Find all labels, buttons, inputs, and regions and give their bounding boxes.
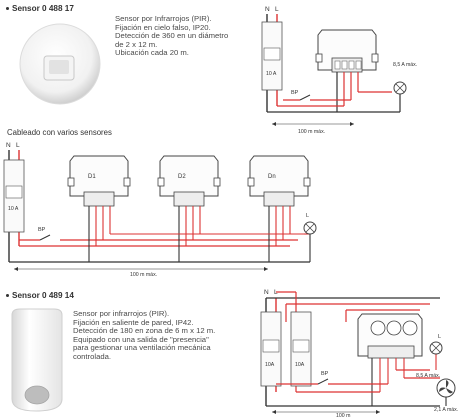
section-2-title-text: Sensor 0 489 14 <box>12 291 74 300</box>
d3-breaker-1-label: 10A <box>265 362 275 368</box>
d1-push-button: BP <box>283 90 351 101</box>
d2-breaker-label: 10 A <box>8 206 19 212</box>
d3-push-button: BP <box>276 371 388 385</box>
d2-sensor-d1: D1 <box>67 155 131 262</box>
s2-desc-line: Equipado con una salida de "presencia" <box>73 334 209 344</box>
d2-push-button: BP <box>19 227 51 241</box>
s2-desc-line: Sensor por infrarrojos (PIR). <box>73 309 170 318</box>
d2-d1-label: D1 <box>88 174 96 180</box>
s2-desc-line: Fijación en saliente de pared, IP42. <box>73 317 194 327</box>
section-1-description: Sensor por Infrarrojos (PIR). Fijación e… <box>115 14 229 58</box>
d3-lamp-label: L <box>438 334 441 340</box>
d2-l-label: L <box>16 142 20 149</box>
s2-desc-line: Detección de 180 en zona de 6 m x 12 m. <box>73 326 216 336</box>
s1-desc-line: Ubicación cada 20 m. <box>115 48 189 58</box>
d3-distance-label: 100 m <box>336 413 350 419</box>
d1-bp-label: BP <box>291 90 299 96</box>
s1-desc-line: Sensor por Infrarrojos (PIR). <box>115 14 212 23</box>
section-2-description: Sensor por infrarrojos (PIR). Fijación e… <box>73 309 216 362</box>
d2-sensor-d2: D2 <box>157 155 221 262</box>
d3-sensor-module <box>357 313 423 359</box>
wall-sensor-image <box>11 308 63 412</box>
d3-fan: 2,1 A máx. <box>434 378 458 413</box>
d2-dn-label: Dn <box>268 174 276 180</box>
s2-desc-line: para gestionar una ventilación mecánica <box>73 343 211 353</box>
d1-distance-label: 100 m máx. <box>298 129 325 135</box>
d1-n-label: N <box>265 6 270 13</box>
d2-lamp: L <box>303 213 317 262</box>
d2-bp-label: BP <box>38 227 46 233</box>
s1-desc-line: de 2 x 12 m. <box>115 39 158 49</box>
s1-desc-line: Detección de 360 en un diámetro <box>115 31 229 41</box>
d2-lamp-label: L <box>306 213 309 219</box>
d1-lamp: 8,5 A máx. <box>393 62 417 112</box>
section-1-title: Sensor 0 488 17 <box>6 4 74 13</box>
d3-load-1-label: 8,5 A máx. <box>416 373 440 379</box>
s1-desc-line: Fijación en cielo falso, IP20. <box>115 22 211 32</box>
d3-breaker-2-label: 10A <box>295 362 305 368</box>
wiring-diagram-multi: N L 10 A BP D1 D2 <box>3 142 317 278</box>
d2-breaker: 10 A <box>3 159 25 233</box>
d2-d2-label: D2 <box>178 174 186 180</box>
multi-sensor-title: Cableado con varios sensores <box>7 128 112 137</box>
d3-breaker-1: 10A <box>260 311 282 387</box>
wiring-diagram-single: N L 10 A BP 8,5 A máx. <box>261 6 417 135</box>
ceiling-sensor-image <box>19 23 101 105</box>
d3-bp-label: BP <box>321 371 329 377</box>
d1-load-label: 8,5 A máx. <box>393 62 417 68</box>
d1-sensor-module <box>315 29 379 73</box>
wiring-diagram-ventilation: N L 10A 10A BP <box>260 289 458 419</box>
section-1-title-text: Sensor 0 488 17 <box>12 4 74 13</box>
section-2-title: Sensor 0 489 14 <box>6 291 74 300</box>
d1-breaker: 10 A <box>261 21 283 91</box>
d2-n-label: N <box>6 142 11 149</box>
d2-distance-label: 100 m máx. <box>130 272 157 278</box>
d1-breaker-label: 10 A <box>266 71 277 77</box>
d3-load-2-label: 2,1 A máx. <box>434 407 458 413</box>
d3-breaker-2: 10A <box>290 311 312 387</box>
d3-n-label: N <box>264 289 269 296</box>
s2-desc-line: controlada. <box>73 351 112 361</box>
d2-sensor-dn: Dn <box>247 155 311 262</box>
d3-lamp: L 8,5 A máx. <box>416 334 443 379</box>
d1-l-label: L <box>275 6 279 13</box>
